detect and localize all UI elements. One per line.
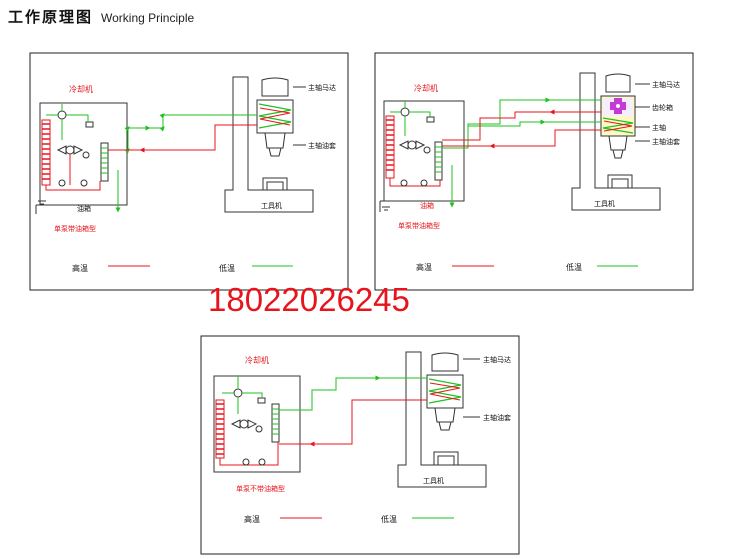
page-subtitle: Working Principle: [101, 11, 195, 25]
spindle-sleeve-label: 主轴油套: [308, 141, 336, 150]
spindle: [600, 73, 636, 159]
chiller-label: 冷却机: [414, 83, 438, 93]
machine-tool: [571, 72, 661, 211]
condenser-coil: [215, 399, 225, 459]
tank-label: 油箱: [420, 201, 434, 210]
gearbox-label: 齿轮箱: [652, 103, 673, 112]
expansion-valve-icon: [398, 140, 431, 154]
spindle-motor-label: 主轴马达: [652, 80, 680, 89]
spindle-motor-label: 主轴马达: [483, 355, 511, 364]
machine-label: 工具机: [261, 201, 282, 210]
legend-hot-label: 高温: [72, 263, 88, 273]
condenser-coil: [385, 115, 395, 179]
heat-exchanger: [434, 141, 443, 181]
chiller-label: 冷却机: [245, 355, 269, 365]
type-label: 单泵带油箱型: [398, 221, 440, 230]
page-header: 工作原理图 Working Principle: [8, 6, 194, 32]
phone-number: 18022026245: [208, 281, 410, 318]
legend-cold-label: 低温: [566, 262, 582, 272]
legend-cold-label: 低温: [219, 263, 235, 273]
heat-exchanger: [100, 142, 109, 182]
compressor-icon: [233, 388, 243, 398]
type-label: 单泵带油箱型: [54, 224, 96, 233]
spindle: [426, 352, 464, 431]
spindle-label: 主轴: [652, 123, 666, 132]
expansion-valve-icon: [230, 419, 263, 433]
machine-label: 工具机: [594, 199, 615, 208]
page-title: 工作原理图: [8, 8, 94, 26]
panel-2: 冷却机 油箱 单泵带油箱型 工具机: [374, 52, 694, 291]
spindle-sleeve-label: 主轴油套: [483, 413, 511, 422]
panel-1: 冷却机 油箱 单泵带油箱型: [29, 52, 349, 291]
legend-hot-label: 高温: [244, 514, 260, 524]
gear-icon: [610, 98, 626, 114]
type-label: 单泵不带油箱型: [236, 484, 285, 493]
condenser-coil: [41, 119, 51, 186]
legend-hot-label: 高温: [416, 262, 432, 272]
compressor-icon: [57, 110, 67, 120]
compressor-icon: [400, 107, 410, 117]
spindle-motor-label: 主轴马达: [308, 83, 336, 92]
tank-label: 油箱: [77, 204, 91, 213]
chiller-unit: [213, 375, 301, 473]
panel-3: 冷却机 单泵不带油箱型 工具机: [200, 335, 520, 555]
machine-tool: [397, 351, 487, 488]
heat-exchanger: [271, 403, 280, 443]
expansion-valve-icon: [56, 145, 90, 159]
legend-cold-label: 低温: [381, 514, 397, 524]
spindle-sleeve-label: 主轴油套: [652, 137, 680, 146]
machine-label: 工具机: [423, 476, 444, 485]
chiller-label: 冷却机: [69, 84, 93, 94]
spindle: [256, 77, 294, 157]
